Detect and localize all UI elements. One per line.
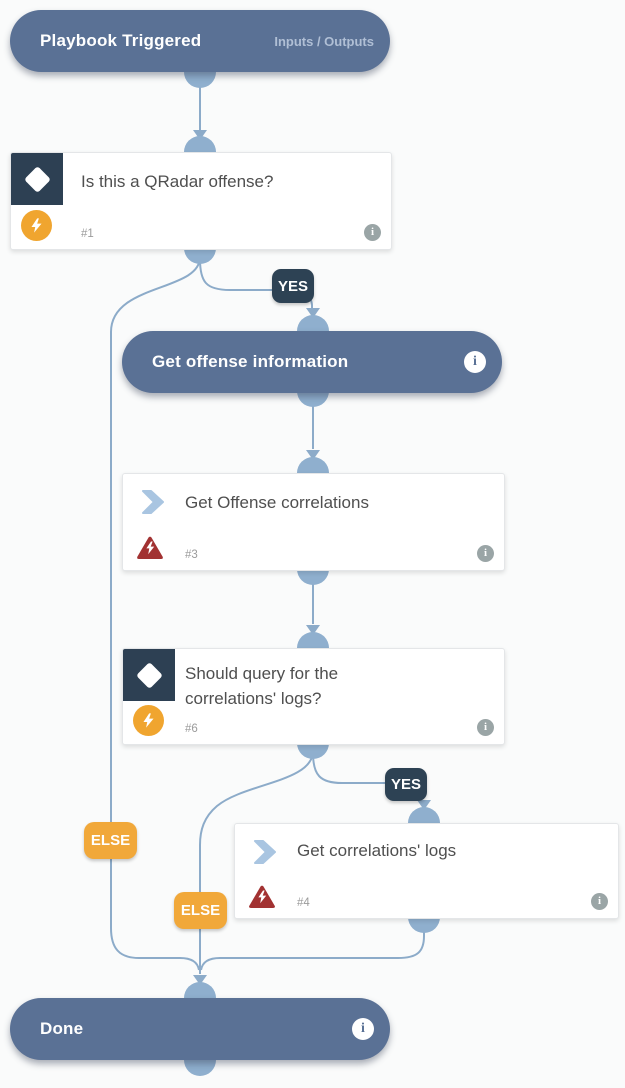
branch-label-yes-2[interactable]: YES [385,768,427,801]
info-icon[interactable]: i [352,1018,374,1040]
node-title: Get correlations' logs [297,841,457,860]
node-title: Done [40,1019,84,1038]
node-done[interactable]: Done i [10,998,390,1060]
function-chevron-icon [140,490,166,519]
info-icon[interactable]: i [464,351,486,373]
decision-diamond-icon [11,153,63,205]
node-get-correlations-logs[interactable]: Get correlations' logs #4 i [234,823,619,919]
node-title: Get offense information [152,352,349,371]
node-id: #1 [81,228,94,240]
diamond-shape [135,661,163,689]
node-get-offense-information[interactable]: Get offense information i [122,331,502,393]
node-id: #4 [297,897,310,909]
diamond-shape [23,165,51,193]
branch-label-yes-1[interactable]: YES [272,269,314,303]
branch-label-else-2[interactable]: ELSE [174,892,227,929]
error-hazard-icon [248,884,276,915]
info-icon[interactable]: i [591,893,608,910]
error-hazard-icon [136,535,164,566]
decision-diamond-icon [123,649,175,701]
node-get-offense-correlations[interactable]: Get Offense correlations #3 i [122,473,505,571]
info-icon[interactable]: i [477,545,494,562]
node-playbook-triggered[interactable]: Playbook Triggered Inputs / Outputs [10,10,390,72]
node-id: #3 [185,549,198,561]
trigger-lightning-icon [133,705,164,736]
node-title: Playbook Triggered [40,31,202,50]
trigger-lightning-icon [21,210,52,241]
node-decision-qradar[interactable]: Is this a QRadar offense? #1 i [10,152,392,250]
node-title: Should query for the correlations' logs? [185,664,339,708]
branch-label-else-1[interactable]: ELSE [84,822,137,859]
info-icon[interactable]: i [477,719,494,736]
node-title: Get Offense correlations [185,493,369,512]
node-decision-query-logs[interactable]: Should query for the correlations' logs?… [122,648,505,745]
function-chevron-icon [252,840,278,869]
node-id: #6 [185,723,198,735]
info-icon[interactable]: i [364,224,381,241]
inputs-outputs-link[interactable]: Inputs / Outputs [274,33,374,49]
node-title: Is this a QRadar offense? [81,172,274,191]
